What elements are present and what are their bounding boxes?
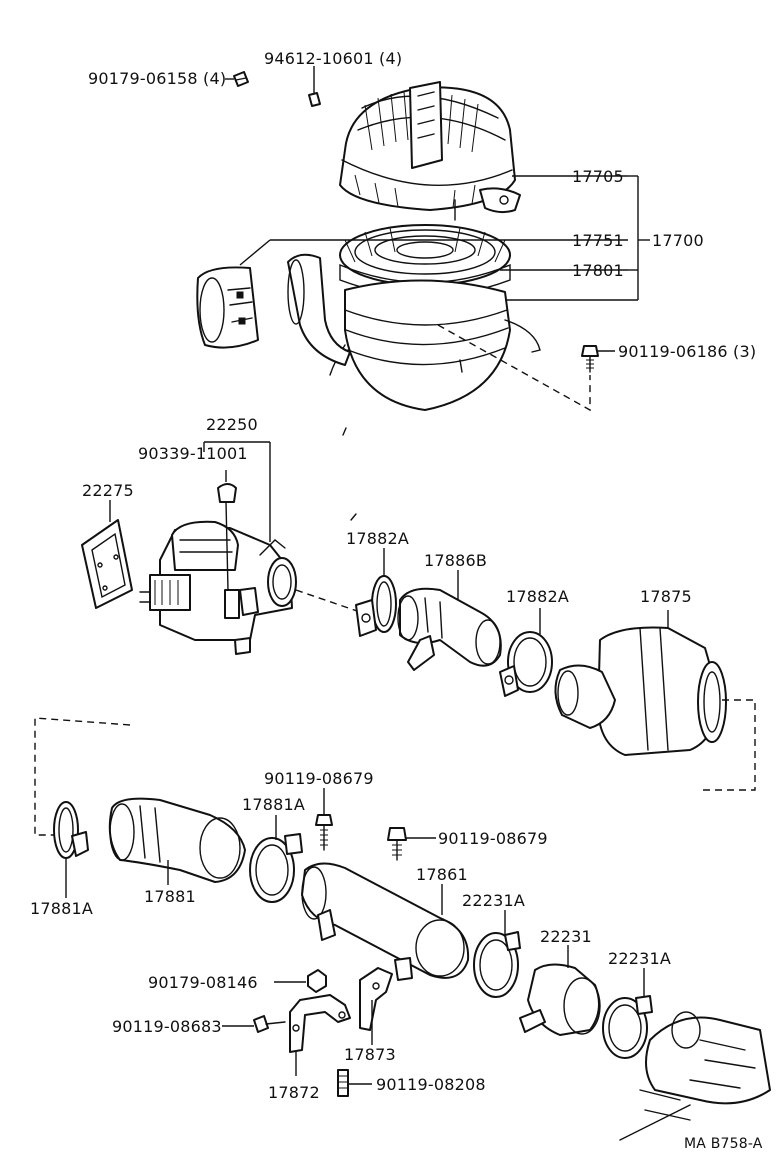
label-17881A-left: 17881A xyxy=(30,899,93,918)
bolt-90119-08679-b xyxy=(387,827,407,861)
label-22231A: 22231A xyxy=(462,891,525,910)
label-17886B: 17886B xyxy=(424,551,487,570)
resonator-17875 xyxy=(554,626,727,756)
label-22275: 22275 xyxy=(82,481,134,500)
label-22231A-second: 22231A xyxy=(608,949,671,968)
bolt-90119-08679-a xyxy=(315,814,333,851)
throttle-body-partial xyxy=(619,1011,771,1141)
clip-90179-06158 xyxy=(233,71,249,87)
air-cleaner-case xyxy=(329,279,541,411)
air-flow-meter-22250 xyxy=(139,520,297,655)
figure-id-label: MA B758-A xyxy=(684,1136,763,1152)
label-90179-08146: 90179-08146 xyxy=(148,973,258,992)
air-cleaner-cap-17705 xyxy=(339,81,521,214)
label-17881: 17881 xyxy=(144,887,196,906)
label-17875: 17875 xyxy=(640,587,692,606)
air-cleaner-inlet-hose xyxy=(287,253,351,366)
hose-clamp-22231A xyxy=(473,931,521,998)
bracket-17872 xyxy=(289,994,351,1053)
intake-hose-17881 xyxy=(108,797,246,883)
label-17882A-second: 17882A xyxy=(506,587,569,606)
cap-90339-11001 xyxy=(217,483,237,503)
bracket-17873 xyxy=(359,967,393,1031)
label-17881A-top: 17881A xyxy=(242,795,305,814)
label-94612-10601: 94612-10601 (4) xyxy=(264,49,402,68)
label-90119-08679: 90119-08679 xyxy=(264,769,374,788)
hose-clamp-17882A xyxy=(355,575,397,637)
hose-clamp-17881A-top xyxy=(249,833,303,903)
label-17801: 17801 xyxy=(572,261,624,280)
hose-clamp-22231A-second xyxy=(602,995,653,1059)
clamp-94612-10601 xyxy=(308,92,321,107)
label-17861: 17861 xyxy=(416,865,468,884)
label-17705: 17705 xyxy=(572,167,624,186)
label-17882A: 17882A xyxy=(346,529,409,548)
label-17872: 17872 xyxy=(268,1083,320,1102)
label-17873: 17873 xyxy=(344,1045,396,1064)
label-22231: 22231 xyxy=(540,927,592,946)
bolt-90119-08208 xyxy=(337,1069,349,1097)
label-90119-08679-second: 90119-08679 xyxy=(438,829,548,848)
label-22250: 22250 xyxy=(206,415,258,434)
nut-90179-08146 xyxy=(307,969,327,993)
label-90119-06186: 90119-06186 (3) xyxy=(618,342,756,361)
label-90119-08683: 90119-08683 xyxy=(112,1017,222,1036)
label-90179-06158: 90179-06158 (4) xyxy=(88,69,226,88)
label-90339-11001: 90339-11001 xyxy=(138,444,248,463)
label-17700: 17700 xyxy=(652,231,704,250)
hose-clamp-17881A-left xyxy=(53,801,89,859)
intake-pipe-17861 xyxy=(301,862,470,981)
bolt-90119-08683 xyxy=(253,1015,286,1033)
label-90119-08208: 90119-08208 xyxy=(376,1075,486,1094)
label-17751: 17751 xyxy=(572,231,624,250)
intake-duct-part xyxy=(196,266,259,349)
hose-17886B xyxy=(397,587,502,671)
bolt-90119-06186 xyxy=(581,345,599,373)
hose-clamp-17882A-second xyxy=(499,631,553,697)
gasket-22275 xyxy=(81,519,133,609)
bolt-dashed-path xyxy=(437,324,591,412)
hose-22231 xyxy=(519,963,601,1036)
leader-17751-duct xyxy=(239,239,271,266)
